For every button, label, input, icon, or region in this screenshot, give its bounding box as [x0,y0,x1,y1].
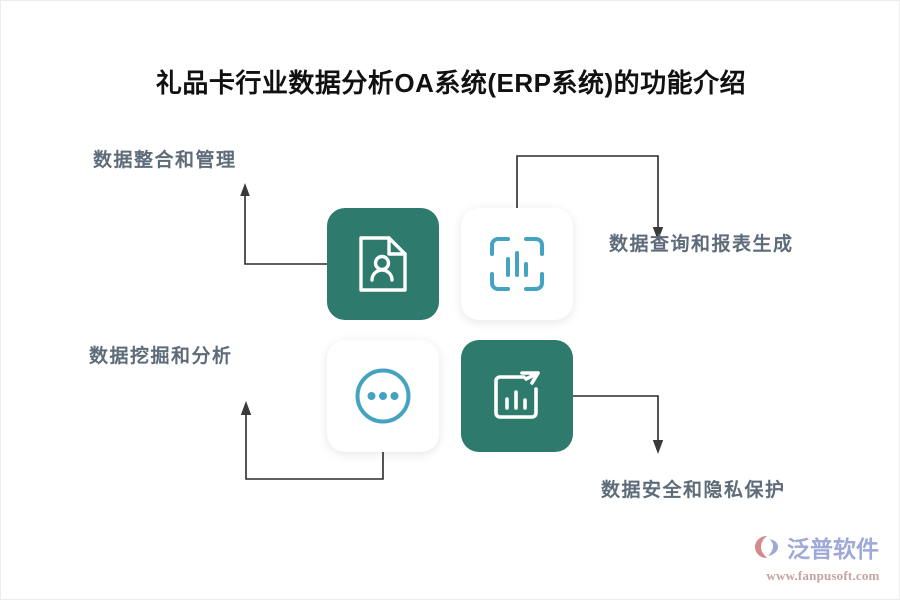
label-data-integration: 数据整合和管理 [93,150,237,171]
card-data-integration[interactable] [327,208,439,320]
fanpusoft-logo-icon [753,533,783,566]
card-data-mining[interactable] [327,340,439,452]
bar-chart-arrow-icon [488,367,546,425]
document-user-icon [356,233,410,295]
connector-data-security-line [571,395,664,454]
watermark-brand: 泛普软件 [787,536,879,562]
label-data-mining: 数据挖掘和分析 [89,346,233,367]
card-data-query-report[interactable] [461,208,573,320]
label-data-security: 数据安全和隐私保护 [601,480,786,501]
watermark: 泛普软件 www.fanpusoft.com [753,533,893,589]
watermark-url: www.fanpusoft.com [766,568,880,583]
circle-ellipsis-icon [353,366,413,426]
label-data-query-report: 数据查询和报表生成 [609,234,794,255]
page-title: 礼品卡行业数据分析OA系统(ERP系统)的功能介绍 [155,68,747,98]
connector-data-security [563,386,673,476]
card-data-security[interactable] [461,340,573,452]
bar-chart-scan-icon [488,235,546,293]
